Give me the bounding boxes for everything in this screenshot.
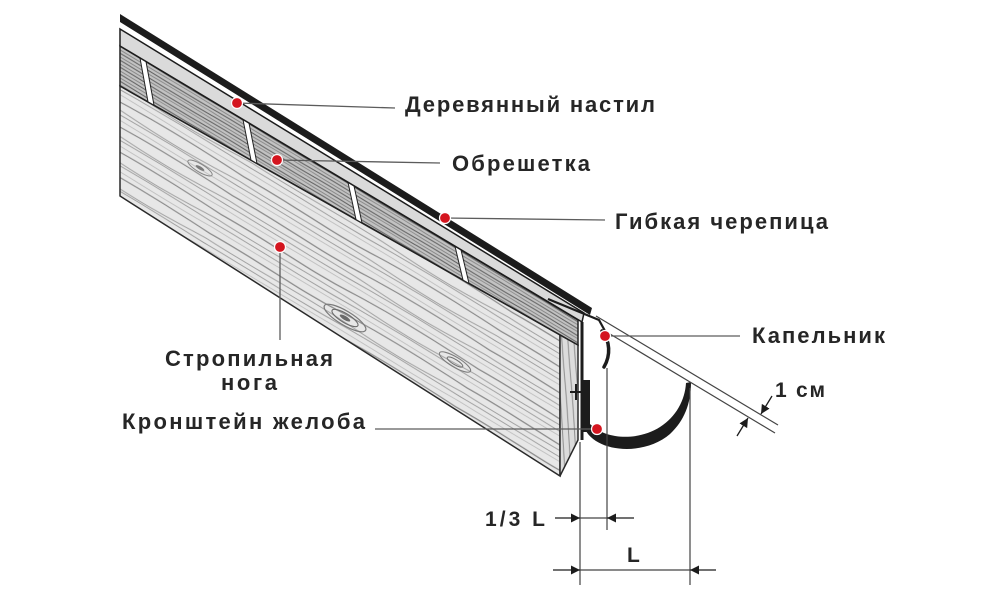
label-rafter-line1: Стропильная	[165, 346, 333, 371]
label-gutter-offset: 1 см	[775, 379, 825, 402]
rafter-end-face	[559, 333, 579, 477]
roof-plane-line	[595, 315, 779, 426]
label-lathing: Обрешетка	[452, 151, 591, 176]
label-deck: Деревянный настил	[405, 92, 655, 117]
label-drip-edge-offset: 1/3 L	[485, 508, 545, 531]
wood-knot	[438, 351, 472, 373]
callout-markers	[230, 96, 612, 436]
label-gutter-width: L	[627, 544, 640, 567]
marker-shingles	[438, 211, 452, 225]
marker-drip-edge	[598, 329, 612, 343]
leader-shingles	[444, 217, 606, 221]
marker-rafter	[273, 240, 287, 254]
marker-gutter-bracket	[590, 422, 604, 436]
leader-lathing	[276, 159, 441, 164]
leader-lines	[236, 102, 740, 430]
bracket-screw	[570, 384, 584, 400]
offset-arrow	[760, 395, 773, 415]
label-rafter-line2: нога	[221, 370, 278, 395]
gutter-bracket	[570, 380, 691, 449]
leader-deck	[236, 102, 396, 109]
label-gutter-bracket: Кронштейн желоба	[122, 409, 366, 434]
bracket-hook	[583, 382, 691, 449]
marker-lathing	[270, 153, 284, 167]
offset-arrow	[736, 417, 749, 437]
shingle-layer	[120, 14, 592, 315]
bracket-mount-plate	[583, 380, 590, 432]
callout-labels: Деревянный настил Обрешетка Гибкая череп…	[122, 92, 886, 567]
wood-knot	[187, 159, 213, 177]
label-drip-edge: Капельник	[752, 323, 886, 348]
gutter-lip-line	[609, 333, 776, 434]
label-shingles: Гибкая черепица	[615, 209, 829, 234]
lathing-layer	[119, 44, 579, 347]
marker-deck	[230, 96, 244, 110]
drip-edge-flange	[547, 297, 606, 332]
wood-knot	[323, 303, 367, 333]
